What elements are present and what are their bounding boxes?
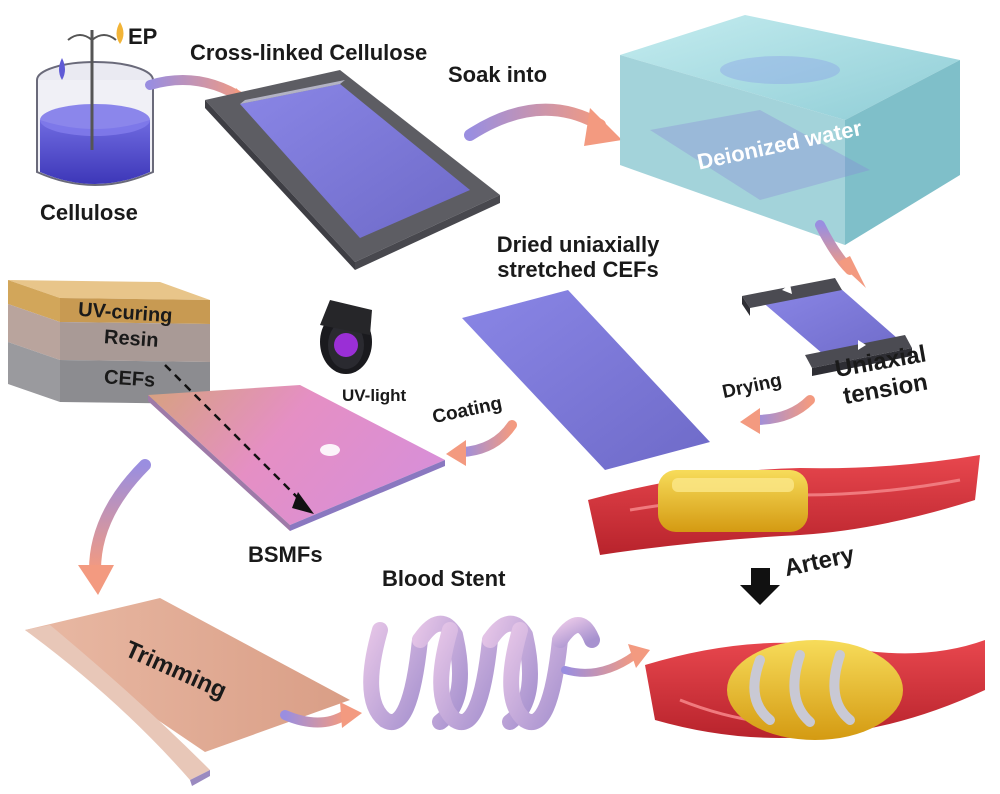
cross-linked-cellulose-label: Cross-linked Cellulose [190,40,428,65]
arrow-stretch-to-dried [750,395,815,425]
blood-stent-illustration [363,615,600,730]
artery-before-illustration [588,455,980,555]
dried-film-illustration [462,290,710,470]
arrow-film-to-water [464,103,606,141]
soak-into-label: Soak into [448,62,548,87]
cefs-label: CEFs [103,366,156,392]
artery-after-illustration [645,640,985,740]
dashed-arrow [164,364,306,506]
uv-light-label: UV-light [342,386,407,405]
dried-label-line2: stretched CEFs [497,257,659,283]
bsmfs-label: BSMFs [248,542,323,567]
layer-stack-illustration [8,280,210,404]
arrow-head [584,108,622,146]
arrow-stent-to-artery [561,651,639,677]
crosslinked-film-illustration [205,70,500,270]
resin-label: Resin [103,326,160,352]
arrow-head [340,702,362,728]
blood-stent-label: Blood Stent [382,566,506,591]
uv-light-icon [320,300,372,374]
bsmf-film-illustration [148,364,445,531]
arrow-head [628,644,650,668]
dried-label-line1: Dried uniaxially [496,232,660,257]
water-block-illustration [620,15,960,245]
dried-cefs-label: Dried uniaxially stretched CEFs [478,232,678,283]
ep-label: EP [128,24,158,49]
arrow-bsmf-to-trimming [89,459,151,576]
arrow-head [838,256,866,288]
arrow-dried-to-coating [457,420,517,457]
beaker-illustration [36,22,154,186]
arrow-head [292,492,314,514]
uniaxial-stretch-illustration [742,278,912,376]
arrow-head [78,565,114,595]
arrow-head [740,408,760,434]
artery-down-arrow-icon [740,568,780,605]
cellulose-label: Cellulose [40,200,138,225]
trimming-strip-illustration [25,598,350,786]
arrow-trimming-to-stent [280,710,350,728]
arrow-head [446,440,466,466]
